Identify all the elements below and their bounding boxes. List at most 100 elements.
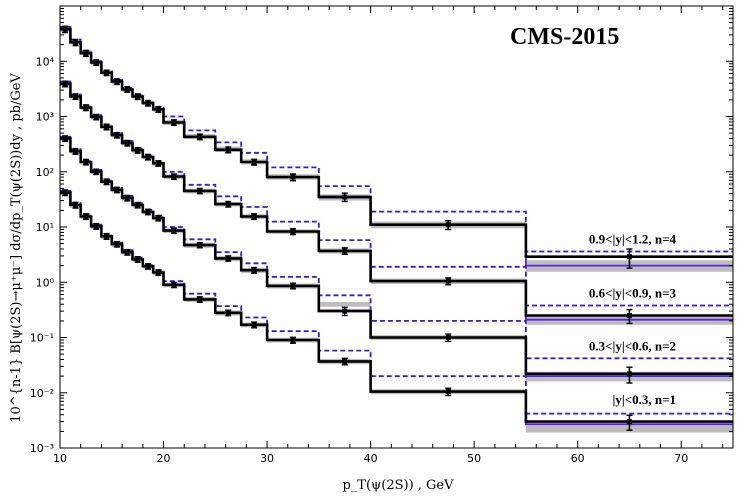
data-marker xyxy=(290,337,296,343)
data-point xyxy=(251,213,258,221)
data-marker xyxy=(145,100,151,106)
data-marker xyxy=(124,195,130,201)
y-tick-label: 10⁰ xyxy=(36,276,55,289)
data-marker xyxy=(342,248,348,254)
data-point xyxy=(134,93,141,101)
series-layer: 0.9<|y|<1.2, n=40.6<|y|<0.9, n=3 0.3<|y|<… xyxy=(60,25,733,433)
y-tick-label: 10³ xyxy=(36,111,54,124)
data-point xyxy=(82,213,89,221)
data-point xyxy=(82,158,89,166)
data-marker xyxy=(62,190,68,196)
data-point xyxy=(170,281,177,289)
data-point xyxy=(134,256,141,263)
data-marker xyxy=(171,174,177,180)
data-marker xyxy=(251,213,257,219)
series-2: 0.6<|y|<0.9, n=3 xyxy=(60,80,733,325)
data-marker xyxy=(171,228,177,234)
data-marker xyxy=(93,223,99,229)
y-tick-label: 10² xyxy=(36,166,54,179)
data-point xyxy=(103,178,110,186)
data-marker xyxy=(83,159,89,165)
data-marker xyxy=(342,194,348,200)
data-point xyxy=(124,194,131,202)
series-label: 0.9<|y|<1.2, n=4 xyxy=(589,232,677,247)
data-point xyxy=(289,173,296,182)
data-marker xyxy=(155,160,161,166)
data-point xyxy=(72,147,79,155)
data-marker xyxy=(73,148,79,154)
data-point xyxy=(155,105,162,114)
x-tick-label: 50 xyxy=(467,452,481,465)
data-point xyxy=(124,139,131,147)
data-point xyxy=(134,201,141,209)
y-axis-title: 10^{n-1} B[ψ(2S)→μ⁺μ⁻] dσ/dp_T(ψ(2S))dy … xyxy=(9,73,24,423)
data-point xyxy=(225,200,232,208)
data-histogram xyxy=(60,82,733,317)
data-marker xyxy=(104,233,110,239)
data-point xyxy=(626,414,633,431)
data-marker xyxy=(155,106,161,112)
data-point xyxy=(289,282,296,290)
data-point xyxy=(72,38,79,47)
data-marker xyxy=(73,39,79,45)
data-point xyxy=(155,214,162,222)
data-point xyxy=(113,240,120,248)
data-marker xyxy=(626,254,632,260)
data-point xyxy=(145,99,152,107)
data-point xyxy=(341,192,348,203)
data-point xyxy=(445,333,452,343)
data-marker xyxy=(83,50,89,56)
data-point xyxy=(196,241,203,249)
data-point xyxy=(626,248,633,269)
data-point xyxy=(170,173,177,181)
data-marker xyxy=(62,81,68,87)
data-marker xyxy=(626,371,632,377)
data-marker xyxy=(626,313,632,319)
data-marker xyxy=(93,169,99,175)
data-marker xyxy=(626,419,632,425)
data-point xyxy=(103,232,110,241)
data-marker xyxy=(225,310,231,316)
data-marker xyxy=(342,358,348,364)
data-marker xyxy=(342,308,348,314)
theory-solid-line xyxy=(60,28,733,267)
data-marker xyxy=(155,270,161,276)
data-marker xyxy=(197,242,203,248)
data-marker xyxy=(145,209,151,215)
data-marker xyxy=(251,322,257,328)
data-point xyxy=(113,78,120,86)
data-point xyxy=(62,80,69,88)
data-marker xyxy=(445,389,451,395)
series-label: 0.3<|y|<0.6, n=2 xyxy=(589,338,676,353)
data-point xyxy=(145,263,152,270)
data-histogram xyxy=(60,27,733,258)
x-tick-label: 60 xyxy=(571,452,585,465)
data-marker xyxy=(135,147,141,153)
data-marker xyxy=(93,59,99,65)
x-tick-label: 30 xyxy=(260,452,274,465)
data-point xyxy=(251,321,258,329)
data-marker xyxy=(124,249,130,255)
data-marker xyxy=(197,134,203,140)
data-marker xyxy=(155,215,161,221)
data-marker xyxy=(114,187,120,193)
data-point xyxy=(445,219,452,231)
data-point xyxy=(93,222,100,231)
data-marker xyxy=(445,278,451,284)
data-point xyxy=(145,208,152,216)
data-marker xyxy=(114,79,120,85)
data-marker xyxy=(251,267,257,273)
theory-dashed-line xyxy=(60,135,733,360)
data-point xyxy=(626,366,633,384)
series-label: |y|<0.3, n=1 xyxy=(612,392,676,407)
y-tick-label: 10⁻¹ xyxy=(30,332,54,345)
data-marker xyxy=(104,179,110,185)
data-point xyxy=(170,227,177,235)
data-marker xyxy=(197,296,203,302)
data-point xyxy=(93,168,100,176)
data-point xyxy=(251,158,258,166)
data-marker xyxy=(290,174,296,180)
data-point xyxy=(341,357,348,366)
data-point xyxy=(113,131,120,139)
